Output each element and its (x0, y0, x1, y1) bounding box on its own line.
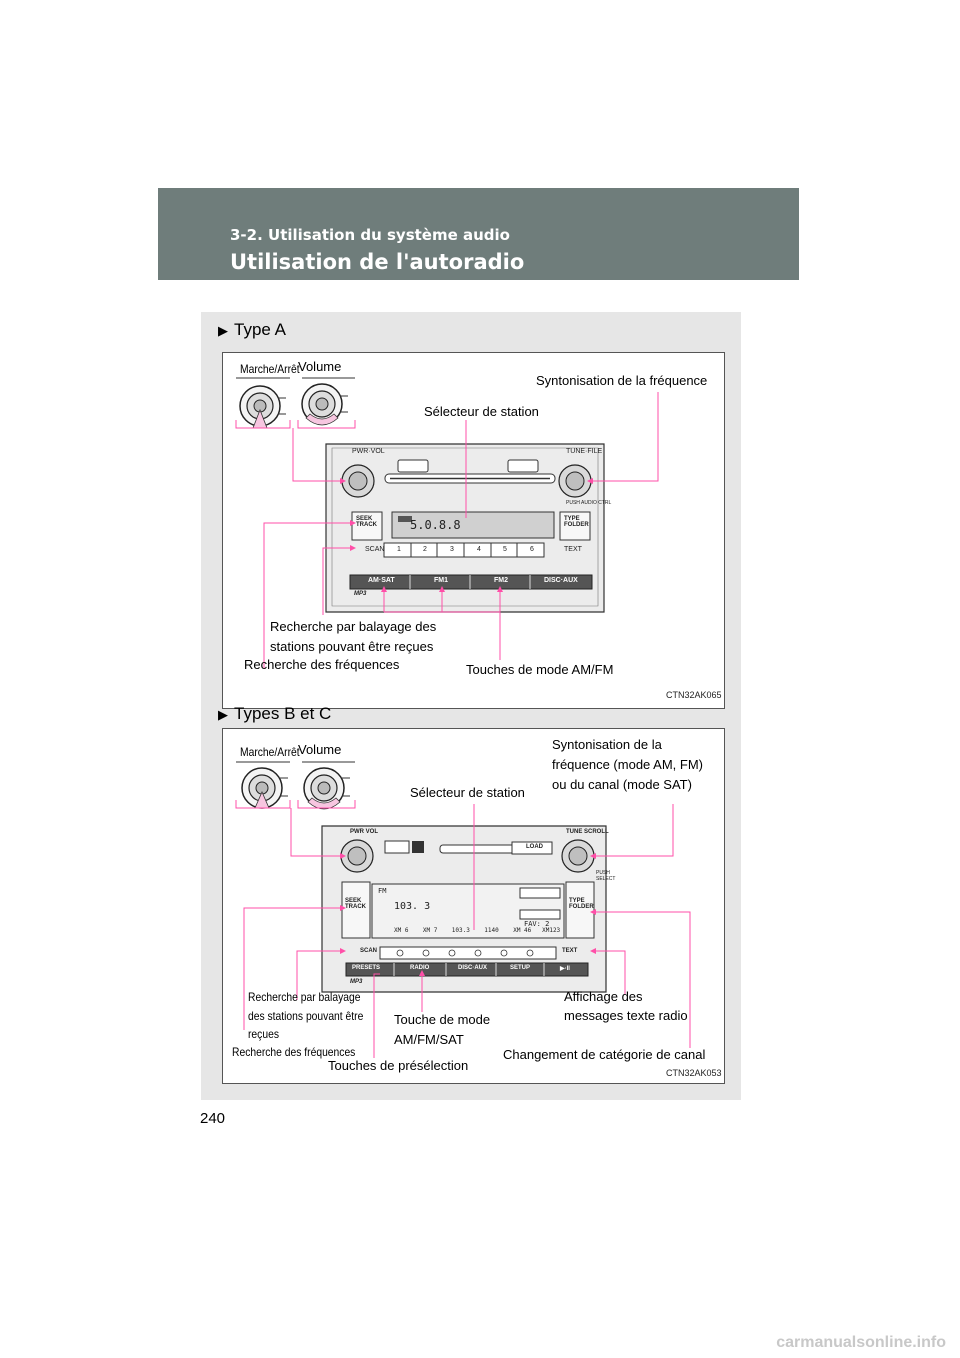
label-tuning-bc-2: fréquence (mode AM, FM) (552, 757, 703, 772)
volume-knob-icon (301, 377, 355, 426)
unit-a-preset-3[interactable]: 3 (450, 546, 454, 553)
unit-a-preset-6[interactable]: 6 (530, 546, 534, 553)
label-station-selector-bc: Sélecteur de station (410, 785, 525, 800)
leader-lines-bc (243, 804, 691, 1058)
leader-lines-a (263, 392, 659, 668)
label-category-bc: Changement de catégorie de canal (503, 1047, 706, 1062)
label-scan-a-1: Recherche par balayage des (270, 619, 437, 634)
label-volume-bc: Volume (298, 742, 342, 757)
label-volume-a: Volume (298, 359, 342, 374)
unit-bc-mode-radio[interactable]: RADIO (410, 965, 430, 971)
unit-a-display: 5.0.8.8 (410, 518, 461, 532)
label-text-bc-1: Affichage des (564, 989, 643, 1004)
unit-bc-mp3-logo: MP3 (350, 979, 363, 985)
unit-bc-knob-right-label: TUNE SCROLL (566, 829, 609, 835)
unit-bc-scan-label[interactable]: SCAN (360, 948, 378, 954)
unit-a-knob-left-label: PWR·VOL (352, 448, 385, 455)
volume-knob-icon-b (302, 761, 355, 810)
triangle-bullet-icon: ▶ (218, 323, 228, 338)
unit-bc-push-label: PUSH SELECT (596, 870, 616, 882)
unit-a-preset-2[interactable]: 2 (423, 546, 427, 553)
unit-a-text-label[interactable]: TEXT (564, 546, 582, 553)
unit-a-push-label: PUSH AUDIO CTRL (566, 500, 612, 506)
leader-arrows-bc (340, 853, 596, 976)
unit-a-mode-disc[interactable]: DISC·AUX (544, 577, 578, 584)
label-text-bc-2: messages texte radio (564, 1008, 688, 1023)
label-power-a: Marche/Arrêt (240, 362, 300, 376)
label-power-bc: Marche/Arrêt (240, 745, 300, 759)
watermark-footer: carmanualsonline.info (776, 1334, 946, 1351)
unit-bc-text-label[interactable]: TEXT (562, 948, 578, 954)
radio-unit-bc (321, 825, 607, 993)
unit-a-knob-right-label: TUNE·FILE (566, 448, 603, 455)
unit-a-preset-1[interactable]: 1 (397, 546, 401, 553)
label-tuning-bc-3: ou du canal (mode SAT) (552, 777, 692, 792)
unit-a-mode-fm1[interactable]: FM1 (434, 577, 448, 584)
unit-a-scan-label[interactable]: SCAN (365, 546, 385, 553)
unit-bc-load-button[interactable]: LOAD (526, 844, 543, 850)
label-mode-bc-1: Touche de mode (394, 1012, 491, 1027)
triangle-bullet-icon: ▶ (218, 707, 228, 722)
label-mode-keys-a: Touches de mode AM/FM (466, 662, 614, 677)
unit-bc-display-fav: FAV: 2 (524, 920, 550, 928)
unit-a-preset-4[interactable]: 4 (477, 546, 481, 553)
unit-bc-display-row: XM 6 XM 7 103.3 1140 XM 46 XM123 (394, 927, 561, 934)
unit-a-mode-amsat[interactable]: AM·SAT (368, 577, 395, 584)
type-bc-heading: ▶Types B et C (218, 704, 332, 723)
page-number: 240 (200, 1110, 226, 1127)
section-label: 3-2. Utilisation du système audio (230, 226, 510, 244)
label-scan-bc-2: des stations pouvant être (248, 1009, 364, 1023)
page-title: Utilisation de l'autoradio (230, 250, 525, 274)
label-mode-bc-2: AM/FM/SAT (394, 1032, 464, 1047)
label-seek-bc: Recherche des fréquences (232, 1045, 356, 1059)
figure-code-bc: CTN32AK053 (666, 1068, 722, 1078)
label-station-selector-a: Sélecteur de station (424, 404, 539, 419)
preset-dots-bc (396, 949, 534, 957)
unit-bc-mode-play[interactable]: ▶·II (560, 966, 570, 972)
unit-bc-display-band: FM (378, 887, 387, 895)
label-scan-a-2: stations pouvant être reçues (270, 639, 434, 654)
power-knob-icon-b (236, 761, 290, 809)
unit-bc-display-freq: 103. 3 (394, 901, 431, 912)
unit-bc-seek-label[interactable]: SEEK TRACK (345, 898, 366, 910)
unit-bc-mode-disc[interactable]: DISC·AUX (458, 965, 488, 971)
label-seek-a: Recherche des fréquences (244, 657, 400, 672)
unit-bc-knob-left-label: PWR VOL (350, 829, 378, 835)
unit-bc-mode-presets[interactable]: PRESETS (352, 965, 381, 971)
unit-a-seek-label[interactable]: SEEK TRACK (356, 516, 377, 528)
type-a-heading: ▶Type A (218, 320, 286, 339)
section-header: 3-2. Utilisation du système audio Utilis… (158, 188, 799, 280)
label-presets-bc: Touches de présélection (328, 1058, 469, 1073)
label-tuning-a: Syntonisation de la fréquence (536, 373, 708, 388)
label-tuning-bc-1: Syntonisation de la (552, 737, 662, 752)
figure-code-a: CTN32AK065 (666, 690, 722, 700)
label-scan-bc-1: Recherche par balayage (248, 990, 361, 1004)
unit-bc-mode-setup[interactable]: SETUP (510, 965, 531, 971)
unit-a-mode-fm2[interactable]: FM2 (494, 577, 508, 584)
unit-a-mp3-logo: MP3 (354, 591, 367, 597)
unit-a-preset-5[interactable]: 5 (503, 546, 507, 553)
leader-arrows-a (340, 478, 593, 592)
power-knob-icon (236, 377, 290, 429)
unit-bc-type-label[interactable]: TYPE FOLDER (569, 898, 594, 910)
label-scan-bc-3: reçues (248, 1027, 279, 1041)
unit-a-type-label[interactable]: TYPE FOLDER (564, 516, 589, 528)
radio-unit-a (325, 443, 605, 613)
